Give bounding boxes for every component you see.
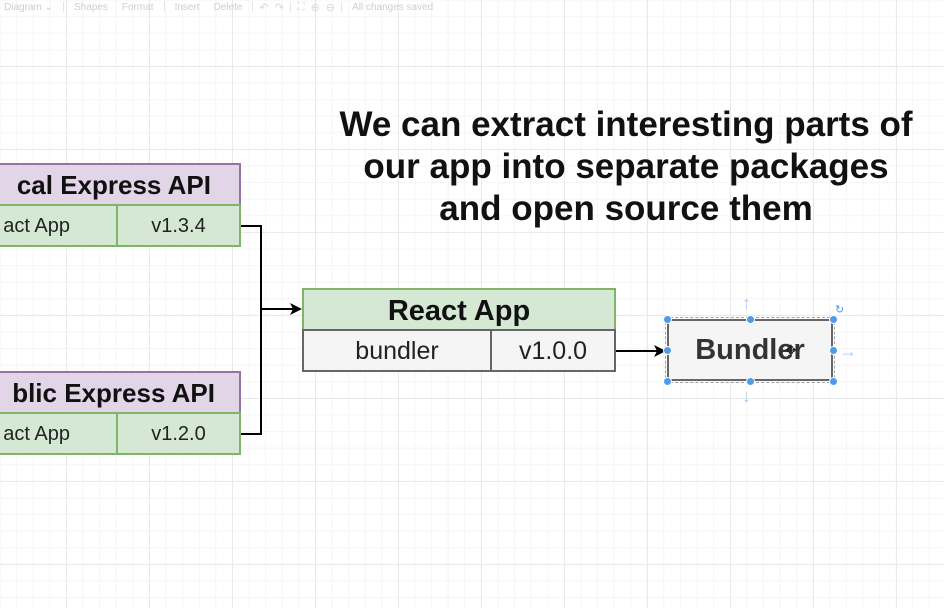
move-cursor-icon: ✥	[785, 342, 797, 358]
react-app-version: v1.0.0	[490, 329, 616, 372]
toolbar-delete[interactable]: Delete	[213, 1, 243, 13]
toolbar-separator	[341, 2, 343, 12]
local-express-api-version: v1.3.4	[116, 204, 241, 247]
rotate-icon[interactable]: ↻	[835, 304, 845, 316]
undo-icon[interactable]: ↶	[259, 1, 269, 14]
resize-handle-top-left[interactable]	[663, 315, 672, 324]
resize-handle-top-right[interactable]	[829, 315, 838, 324]
bundler-label: Bundler	[695, 333, 805, 366]
clone-arrow-up-icon[interactable]: ↑	[742, 293, 751, 313]
resize-handle-bottom-right[interactable]	[829, 377, 838, 386]
public-express-api-title: blic Express API	[0, 371, 241, 414]
clone-arrow-right-icon[interactable]: →	[839, 341, 857, 361]
clone-arrow-down-icon[interactable]: ↓	[742, 386, 751, 406]
public-express-api-version: v1.2.0	[116, 412, 241, 455]
local-express-api-title: cal Express API	[0, 163, 241, 206]
toolbar-separator	[62, 2, 64, 12]
resize-handle-top[interactable]	[746, 315, 755, 324]
toolbar-format[interactable]: Format	[121, 1, 154, 13]
react-app-title: React App	[302, 288, 616, 331]
connector-public-api-to-react-app	[241, 309, 262, 435]
local-express-api-dependency: act App	[0, 204, 118, 247]
headline-line: our app into separate packages	[363, 147, 889, 186]
toolbar-insert[interactable]: Insert	[174, 1, 200, 13]
bundler-node[interactable]: Bundler	[665, 317, 835, 383]
public-express-api-dependency: act App	[0, 412, 118, 455]
toolbar-separator	[252, 2, 254, 12]
zoom-in-icon[interactable]: ⊕	[310, 1, 320, 14]
zoom-out-icon[interactable]: ⊖	[325, 1, 336, 14]
toolbar: Diagram ⌄ Shapes Format Insert Delete ↶ …	[0, 0, 944, 14]
toolbar-shapes[interactable]: Shapes	[73, 1, 108, 13]
resize-handle-bottom-left[interactable]	[663, 377, 672, 386]
save-status: All changes saved	[352, 1, 434, 13]
resize-handle-bottom[interactable]	[746, 377, 755, 386]
headline-line: We can extract interesting parts of	[339, 105, 913, 144]
headline-line: and open source them	[439, 189, 813, 228]
toolbar-diagram-menu[interactable]: Diagram ⌄	[4, 1, 53, 13]
toolbar-separator	[163, 2, 165, 12]
toolbar-separator	[289, 2, 291, 12]
connector-local-api-to-react-app	[241, 225, 302, 315]
resize-handle-left[interactable]	[663, 346, 672, 355]
redo-icon[interactable]: ↷	[274, 1, 284, 14]
resize-handle-right[interactable]	[829, 346, 838, 355]
headline[interactable]: We can extract interesting parts of our …	[328, 104, 924, 230]
fit-icon[interactable]: ⛶	[296, 0, 305, 13]
react-app-dependency: bundler	[302, 329, 492, 372]
